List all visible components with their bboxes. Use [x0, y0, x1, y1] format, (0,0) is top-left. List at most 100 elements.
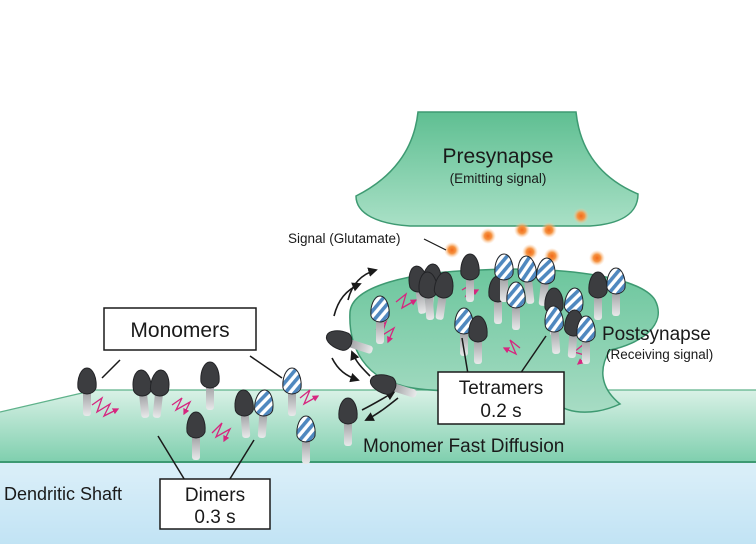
cycle-arrows: [331, 267, 399, 421]
receptor-stem: [83, 390, 91, 416]
presynapse-label: Presynapse: [443, 145, 554, 168]
receptor-stem: [424, 293, 435, 320]
cycle-arrow: [364, 397, 399, 421]
glutamate-particle: [444, 242, 460, 258]
receptor-stem: [594, 294, 602, 320]
receptor-stem: [524, 277, 535, 304]
receptor-head: [296, 415, 316, 443]
receptor-head: [418, 271, 438, 299]
dimers-pointer-right: [227, 439, 255, 483]
tetramers-label: Tetramers: [459, 378, 543, 399]
receptor-head: [186, 411, 206, 439]
receptor-stem: [192, 434, 200, 460]
receptor-stem: [512, 304, 520, 330]
fast-diffusion-label: Monomer Fast Diffusion: [363, 436, 564, 457]
receptor-head: [468, 315, 488, 343]
receptor-dark: [468, 315, 488, 364]
receptor-striped: [606, 267, 626, 316]
receptor-stem: [257, 411, 268, 438]
monomers-box: [103, 307, 257, 351]
receptor-stem: [494, 298, 502, 324]
glutamate-particle: [514, 222, 530, 238]
trajectory: [502, 339, 521, 356]
glutamate-particle: [480, 228, 496, 244]
receptor-dark: [132, 369, 153, 418]
dimers-pointer-left: [157, 435, 187, 483]
receptor-head: [544, 305, 564, 333]
receptor-dark: [200, 361, 220, 410]
receptor-striped: [254, 389, 274, 438]
receptor-head: [517, 255, 538, 283]
membrane-edge-left: [0, 389, 96, 413]
receptor-head: [494, 253, 514, 281]
receptor-head: [370, 295, 390, 323]
monomers-pointer-right: [249, 355, 283, 379]
receptor-striped: [494, 253, 514, 302]
receptor-dark: [234, 389, 254, 438]
dimers-label: Dimers: [185, 485, 245, 506]
trajectory: [171, 397, 192, 416]
receptor-stem: [474, 338, 482, 364]
receptor-head: [460, 253, 480, 281]
receptor-head: [454, 307, 474, 335]
receptor-stem: [139, 391, 150, 418]
cycle-arrow: [333, 282, 362, 317]
tetramers-pointer-left: [461, 337, 469, 375]
receptor-head: [588, 271, 608, 299]
receptor-stem: [240, 411, 251, 438]
receptor-head: [338, 397, 358, 425]
receptor-stem: [391, 383, 417, 398]
glutamate-particle: [541, 222, 557, 238]
trajectory: [395, 292, 418, 310]
receptor-head: [282, 367, 302, 395]
receptor-stem: [376, 318, 384, 344]
trajectory: [299, 389, 320, 406]
receptor-striped: [370, 295, 390, 344]
receptor-dark: [369, 374, 417, 398]
postsynapse-label: Postsynapse: [602, 324, 711, 345]
tetramers-callout: Tetramers 0.2 s: [437, 335, 565, 425]
receptor-striped: [296, 415, 316, 464]
cycle-arrow: [347, 267, 378, 301]
cycle-arrow: [331, 357, 360, 383]
receptor-stem: [567, 331, 578, 358]
receptor-striped: [282, 367, 302, 416]
receptor-dark: [338, 397, 358, 446]
receptor-head: [506, 281, 526, 309]
trajectory: [91, 396, 120, 418]
dendritic-shaft-label: Dendritic Shaft: [4, 484, 122, 504]
receptor-dark: [186, 411, 206, 460]
receptor-head: [433, 271, 454, 299]
receptor-stem: [550, 327, 561, 354]
receptor-dark: [77, 367, 97, 416]
dimers-time: 0.3 s: [194, 507, 235, 528]
receptor-head: [576, 315, 596, 343]
dimers-box: [159, 478, 271, 530]
receptor-head: [325, 330, 353, 351]
cycle-arrow: [350, 350, 371, 377]
glutamate-particle: [589, 250, 605, 266]
receptor-dark: [325, 330, 373, 354]
dimers-callout: Dimers 0.3 s: [157, 435, 271, 530]
receptor-head: [149, 369, 170, 397]
receptor-stem: [460, 330, 468, 356]
receptor-head: [535, 257, 556, 285]
monomers-callout: Monomers: [101, 307, 283, 379]
signal-leader-line: [423, 238, 447, 251]
receptor-head: [369, 374, 397, 395]
signal-label: Signal (Glutamate): [288, 231, 401, 246]
receptor-dark: [588, 271, 608, 320]
receptor-dark: [460, 253, 480, 302]
monomers-pointer-left: [101, 359, 121, 379]
receptor-stem: [344, 420, 352, 446]
receptor-striped: [454, 307, 474, 356]
dendritic-shaft-band: [0, 455, 756, 544]
receptors-layer: [77, 253, 626, 464]
trajectory: [211, 422, 232, 443]
receptor-head: [200, 361, 220, 389]
receptor-striped: [506, 281, 526, 330]
tetramers-time: 0.2 s: [480, 401, 521, 422]
receptor-head: [254, 389, 274, 417]
